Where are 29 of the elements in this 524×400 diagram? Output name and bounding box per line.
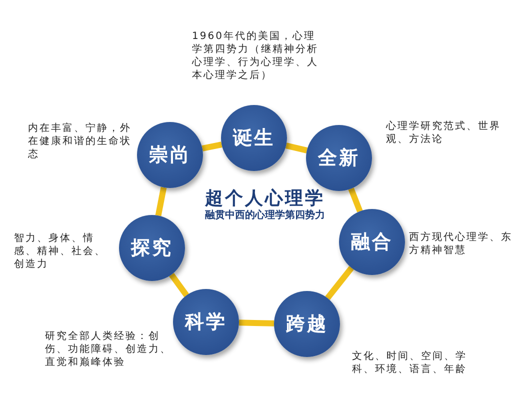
connector-line	[348, 188, 363, 212]
topic-label: 跨越	[286, 312, 328, 337]
connector-line	[325, 266, 354, 300]
description-text: 智力、身体、情感、精神、社会、创造力	[14, 232, 107, 271]
center-subtitle: 融贯中西的心理学第四势力	[204, 208, 326, 222]
center-title: 超个人心理学	[204, 187, 326, 209]
description-text: 心理学研究范式、世界观、方法论	[386, 120, 502, 146]
description-text: 西方现代心理学、东方精神智慧	[409, 231, 514, 257]
description-text: 内在丰富、宁静，外在健康和谐的生命状态	[28, 122, 132, 161]
topic-circle	[306, 125, 372, 191]
connector-line	[238, 320, 274, 326]
topic-label: 诞生	[233, 126, 275, 151]
topic-circle	[221, 105, 287, 171]
description-text: 研究全部人类经验：创伤、功能障碍、创造力、直觉和巅峰体验	[45, 330, 172, 369]
topic-label: 全新	[318, 146, 360, 171]
topic-circle	[137, 122, 203, 188]
topic-circle	[173, 289, 239, 355]
connector-line	[169, 272, 189, 298]
topic-label: 科学	[185, 310, 227, 335]
connector-line	[202, 142, 222, 152]
description-text: 文化、时间、空间、学科、环境、语言、年龄	[352, 350, 468, 376]
topic-circle	[339, 209, 405, 275]
topic-circle	[274, 291, 340, 357]
topic-label: 崇尚	[149, 143, 191, 168]
connector-line	[285, 142, 308, 154]
topic-circle	[119, 215, 185, 281]
topic-label: 融合	[351, 230, 393, 255]
description-text: 1960年代的美国，心理学第四势力（继精神分析心理学、行为心理学、人本心理学之后）	[192, 30, 320, 82]
topic-label: 探究	[131, 236, 173, 261]
